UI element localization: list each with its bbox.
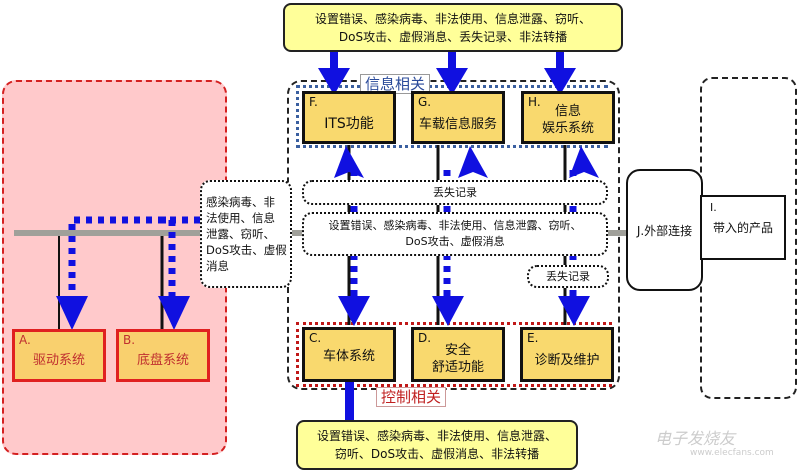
component-name: 车体系统 — [322, 349, 375, 364]
arrow-up-f — [334, 146, 364, 178]
lost-record-small-label: 丢失记录 — [527, 265, 609, 288]
component-name: ITS功能 — [324, 116, 374, 132]
component-name: 车载信息服务 — [418, 117, 497, 132]
arrow-shaft-bottom-c — [345, 360, 354, 422]
component-name: J.外部连接 — [636, 223, 693, 238]
component-f-its: F. ITS功能 — [302, 91, 396, 144]
info-related-label: 信息相关 — [360, 74, 431, 94]
component-a-drivetrain: A. 驱动系统 — [12, 329, 106, 382]
component-key: H. — [528, 95, 541, 109]
dotted-path-b — [160, 216, 176, 305]
arrow-head-top-g — [436, 68, 468, 95]
arrow-shaft-top-h — [556, 50, 564, 80]
dotted-path-a — [68, 216, 200, 305]
component-i-brought-in-product: I. 带入的产品 — [700, 195, 786, 260]
component-name: 信息 娱乐系统 — [541, 104, 594, 136]
component-b-chassis: B. 底盘系统 — [116, 329, 210, 382]
component-key: C. — [309, 331, 322, 345]
arrow-shaft-top-f — [330, 50, 338, 80]
arrow-shaft-top-g — [448, 50, 456, 80]
component-e-diagnostics: E. 诊断及维护 — [520, 327, 614, 382]
component-name: 带入的产品 — [712, 221, 773, 235]
arrow-up-g — [458, 146, 488, 178]
arrow-down-c — [338, 296, 370, 326]
arrow-down-e — [558, 296, 590, 326]
component-key: G. — [418, 95, 432, 109]
component-key: B. — [123, 333, 136, 347]
arrow-head-top-h — [544, 68, 576, 95]
watermark-brand: 电子发烧友 — [655, 429, 736, 448]
component-name: 底盘系统 — [136, 353, 189, 368]
arrow-head-top-f — [318, 68, 350, 95]
component-d-safety: D. 安全 舒适功能 — [411, 327, 505, 382]
component-key: E. — [527, 331, 539, 345]
component-c-body: C. 车体系统 — [302, 327, 396, 382]
component-name: 安全 舒适功能 — [431, 343, 484, 375]
component-key: A. — [19, 333, 31, 347]
arrow-down-b — [158, 296, 190, 330]
bus-threats-label: 设置错误、感染病毒、非法使用、信息泄露、窃听、 DoS攻击、虚假消息 — [302, 212, 608, 256]
component-key: I. — [710, 201, 717, 214]
arrow-down-a — [56, 296, 88, 330]
watermark-url: www.elecfans.com — [690, 448, 774, 458]
component-h-infotainment: H. 信息 娱乐系统 — [521, 91, 615, 144]
component-name: 诊断及维护 — [534, 353, 600, 368]
drivetrain-zone — [2, 80, 227, 455]
arrow-down-d — [432, 296, 464, 326]
arrow-up-h — [569, 146, 599, 178]
component-key: D. — [418, 331, 432, 345]
component-j-external-connection: J.外部连接 — [626, 169, 703, 291]
threat-callout-bottom: 设置错误、感染病毒、非法使用、信息泄露、 窃听、DoS攻击、虚假消息、非法转播 — [296, 420, 578, 470]
lost-record-bus-label: 丢失记录 — [302, 180, 608, 205]
control-related-label: 控制相关 — [376, 387, 447, 407]
component-name: 驱动系统 — [32, 353, 85, 368]
component-key: F. — [309, 95, 318, 109]
side-threat-label: 感染病毒、非 法使用、信息 泄露、窃听、 DoS攻击、虚假 消息 — [200, 180, 292, 288]
threat-callout-top: 设置错误、感染病毒、非法使用、信息泄露、窃听、 DoS攻击、虚假消息、丢失记录、… — [283, 3, 623, 52]
component-g-telematics: G. 车载信息服务 — [411, 91, 505, 144]
